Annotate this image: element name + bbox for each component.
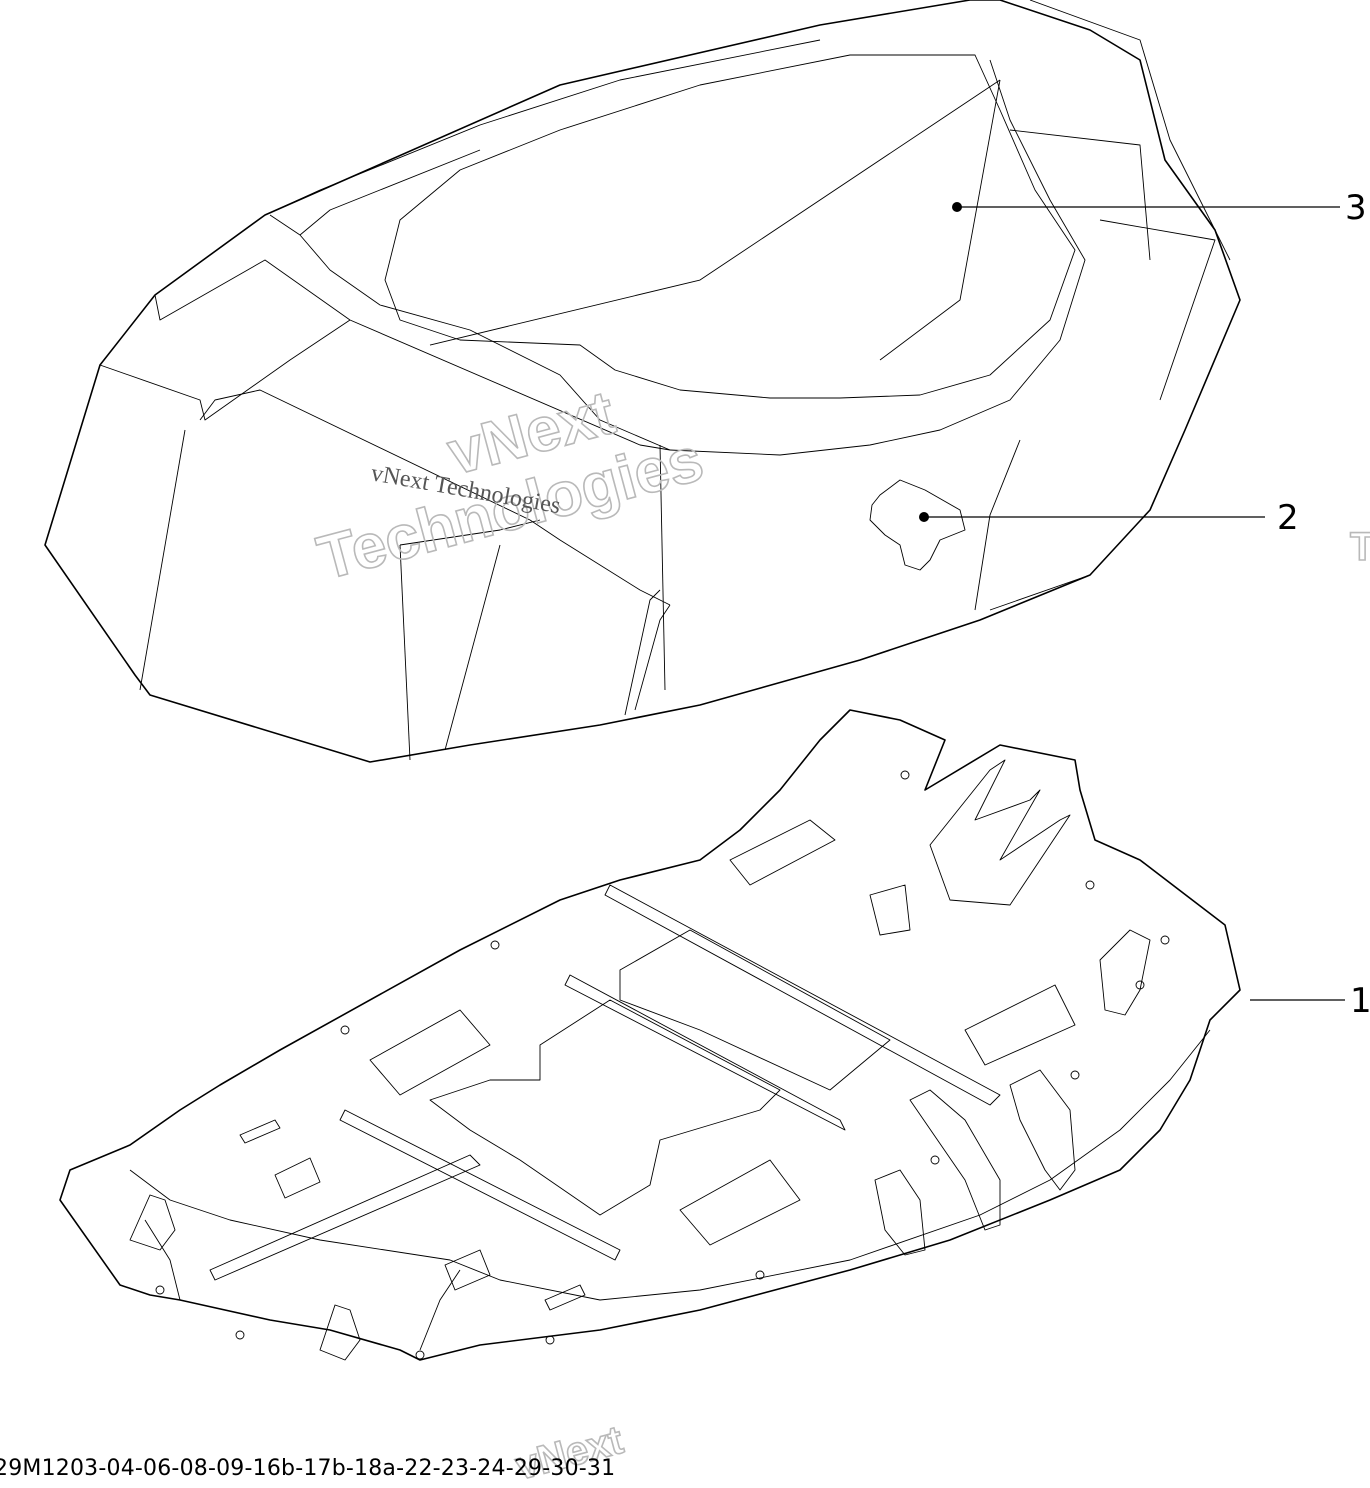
seat-front-panel xyxy=(399,519,541,546)
seat-base-bump xyxy=(874,1169,926,1256)
seat-base-panel-center xyxy=(429,999,781,1216)
seat-center-ridge xyxy=(429,79,1001,346)
seat-base-fork xyxy=(929,759,1071,906)
seat-base-fork xyxy=(869,884,911,936)
seat-side-line xyxy=(1029,0,1231,261)
seat-base-rib xyxy=(564,974,846,1131)
seat-base-bump xyxy=(1099,929,1151,1016)
seat-base-slot xyxy=(239,1119,281,1144)
seat-base-outline xyxy=(59,709,1241,1361)
seat-base-slot xyxy=(544,1284,586,1311)
callout-number: 3 xyxy=(1345,188,1367,228)
seat-side-line xyxy=(989,574,1091,611)
seat-base-latch xyxy=(319,1304,361,1361)
seat-assembly xyxy=(44,0,1241,763)
watermark-edge-fragment: T xyxy=(1350,525,1370,569)
seat-side-line xyxy=(974,439,1021,611)
seat-cushion-inner xyxy=(384,54,1076,399)
seat-base-rim xyxy=(419,1269,461,1351)
seat-base-panel-rear xyxy=(619,929,891,1091)
seat-base-opening xyxy=(679,1159,801,1246)
seat-side-line xyxy=(1009,129,1151,261)
seat-rear-curve xyxy=(879,79,1001,361)
watermark: vNext Technologies vNext Technologies vN… xyxy=(310,377,1370,1488)
seat-base-rib xyxy=(604,884,1001,1106)
seat-base-slot xyxy=(274,1157,321,1199)
seat-front-panel xyxy=(399,544,411,761)
seat-base-opening xyxy=(964,984,1076,1066)
seat-front-panel xyxy=(659,444,666,691)
seat-outline xyxy=(44,0,1241,763)
seat-front-panel xyxy=(634,604,671,711)
seat-front-panel xyxy=(624,589,661,716)
seat-front-panel xyxy=(444,544,501,751)
seat-front-panel xyxy=(139,429,186,691)
callout-number: 1 xyxy=(1350,981,1370,1021)
seat-base-opening xyxy=(369,1009,491,1096)
callout-2: 2 xyxy=(919,498,1299,538)
callout-1: 1 xyxy=(1250,981,1370,1021)
seat-front-panel xyxy=(199,389,671,606)
drawing-reference-code: 29M1203-04-06-08-09-16b-17b-18a-22-23-24… xyxy=(0,1456,616,1481)
seat-band xyxy=(299,149,481,236)
seat-cushion-panel xyxy=(269,59,1086,456)
seat-base-slot xyxy=(444,1249,491,1291)
callout-number: 2 xyxy=(1277,498,1299,538)
seat-base-opening xyxy=(729,819,836,886)
seat-base-bump xyxy=(1009,1069,1076,1191)
seat-base-screw-holes xyxy=(155,770,1170,1360)
seat-base-rib xyxy=(209,1154,481,1281)
seat-base-rim xyxy=(144,1219,181,1301)
seat-badge-part-2 xyxy=(869,479,966,571)
seat-base-assembly xyxy=(59,709,1241,1361)
seat-front-panel xyxy=(99,319,351,421)
seat-band xyxy=(264,39,821,216)
seat-base-bump xyxy=(909,1089,1001,1231)
seat-front-panel xyxy=(154,259,671,451)
seat-side-line xyxy=(1099,219,1216,401)
seat-base-rib xyxy=(339,1109,621,1261)
seat-base-latch xyxy=(129,1194,176,1251)
callout-3: 3 xyxy=(952,188,1367,228)
seat-base-rim xyxy=(129,1029,1211,1301)
